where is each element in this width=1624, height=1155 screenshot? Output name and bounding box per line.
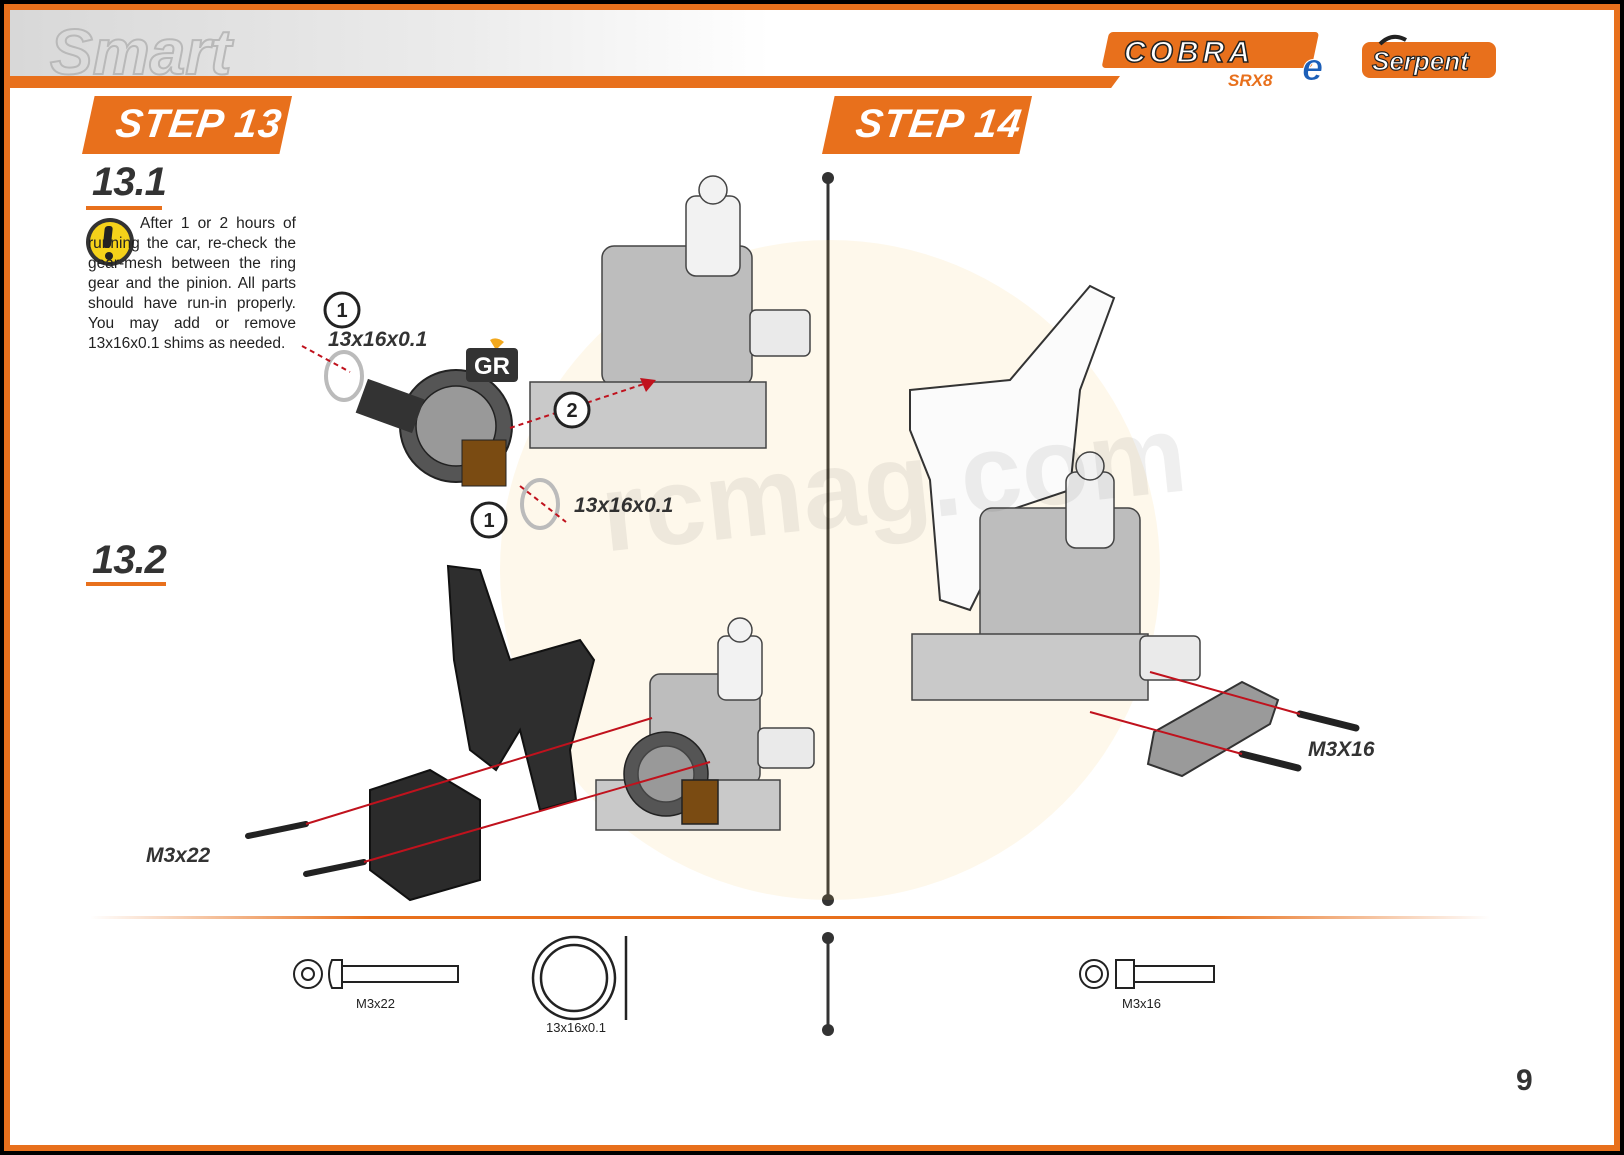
substep-13-1-title: 13.1 <box>92 160 167 204</box>
smart-logo: Smart <box>49 15 235 89</box>
screw-m3x22-a <box>245 821 309 839</box>
manual-page: Smart COBRA SRX8 e Serpent STEP 13 STEP … <box>4 4 1620 1151</box>
differential-1 <box>355 369 513 487</box>
callout-1-top-label: 13x16x0.1 <box>328 328 428 351</box>
callout-1-bottom-label: 13x16x0.1 <box>574 494 674 517</box>
callout-2: 2 <box>553 391 591 429</box>
callout-m3x16: M3X16 <box>1308 738 1375 761</box>
hardware-label-m3x16: M3x16 <box>1122 996 1162 1011</box>
svg-text:1: 1 <box>483 510 494 532</box>
diagram-13-2 <box>245 564 815 902</box>
cobra-logo: COBRA SRX8 e <box>1102 32 1324 90</box>
hardware-rule <box>90 916 1490 919</box>
serpent-logo: Serpent <box>1362 34 1496 78</box>
screw-icon <box>293 959 459 989</box>
svg-text:1: 1 <box>336 300 347 322</box>
svg-text:GR: GR <box>474 353 510 380</box>
hardware-divider <box>822 932 834 1036</box>
svg-text:e: e <box>1302 47 1323 89</box>
svg-text:Serpent: Serpent <box>1372 46 1470 76</box>
gearbox-housing-2 <box>595 617 815 831</box>
step-13-banner <box>82 96 292 154</box>
substep-13-1-underline <box>86 206 162 210</box>
screw-m3x22-b <box>303 859 367 877</box>
shim-ring-bottom <box>520 478 560 530</box>
step-divider <box>822 172 834 906</box>
shim-icon <box>531 935 628 1021</box>
diagram-14 <box>909 284 1360 778</box>
substep-13-2-title: 13.2 <box>92 538 167 582</box>
warning-text: After 1 or 2 hours of running the car, r… <box>88 215 296 352</box>
hardware-label-shim: 13x16x0.1 <box>546 1020 606 1035</box>
warning-icon <box>86 218 134 266</box>
grease-badge: GR <box>466 338 518 382</box>
suspension-mount <box>1146 680 1280 778</box>
header-rule <box>10 76 1120 88</box>
callout-m3x22: M3x22 <box>146 844 211 867</box>
callout-1-bottom: 1 <box>470 501 508 539</box>
header-band <box>10 10 770 78</box>
page-number: 9 <box>1516 1064 1533 1097</box>
callout-1-top: 1 <box>323 291 361 329</box>
screw-icon <box>1079 959 1215 989</box>
hardware-label-m3x22: M3x22 <box>356 996 396 1011</box>
bulkhead-13-2 <box>369 768 481 902</box>
svg-text:COBRA: COBRA <box>1124 36 1254 69</box>
shim-ring-top <box>324 350 364 402</box>
svg-text:Smart: Smart <box>50 16 234 88</box>
step-14-banner <box>822 96 1032 154</box>
substep-13-2-underline <box>86 582 166 586</box>
gearbox-housing-3 <box>911 451 1201 701</box>
svg-text:SRX8: SRX8 <box>1228 71 1273 90</box>
svg-text:2: 2 <box>566 400 577 422</box>
